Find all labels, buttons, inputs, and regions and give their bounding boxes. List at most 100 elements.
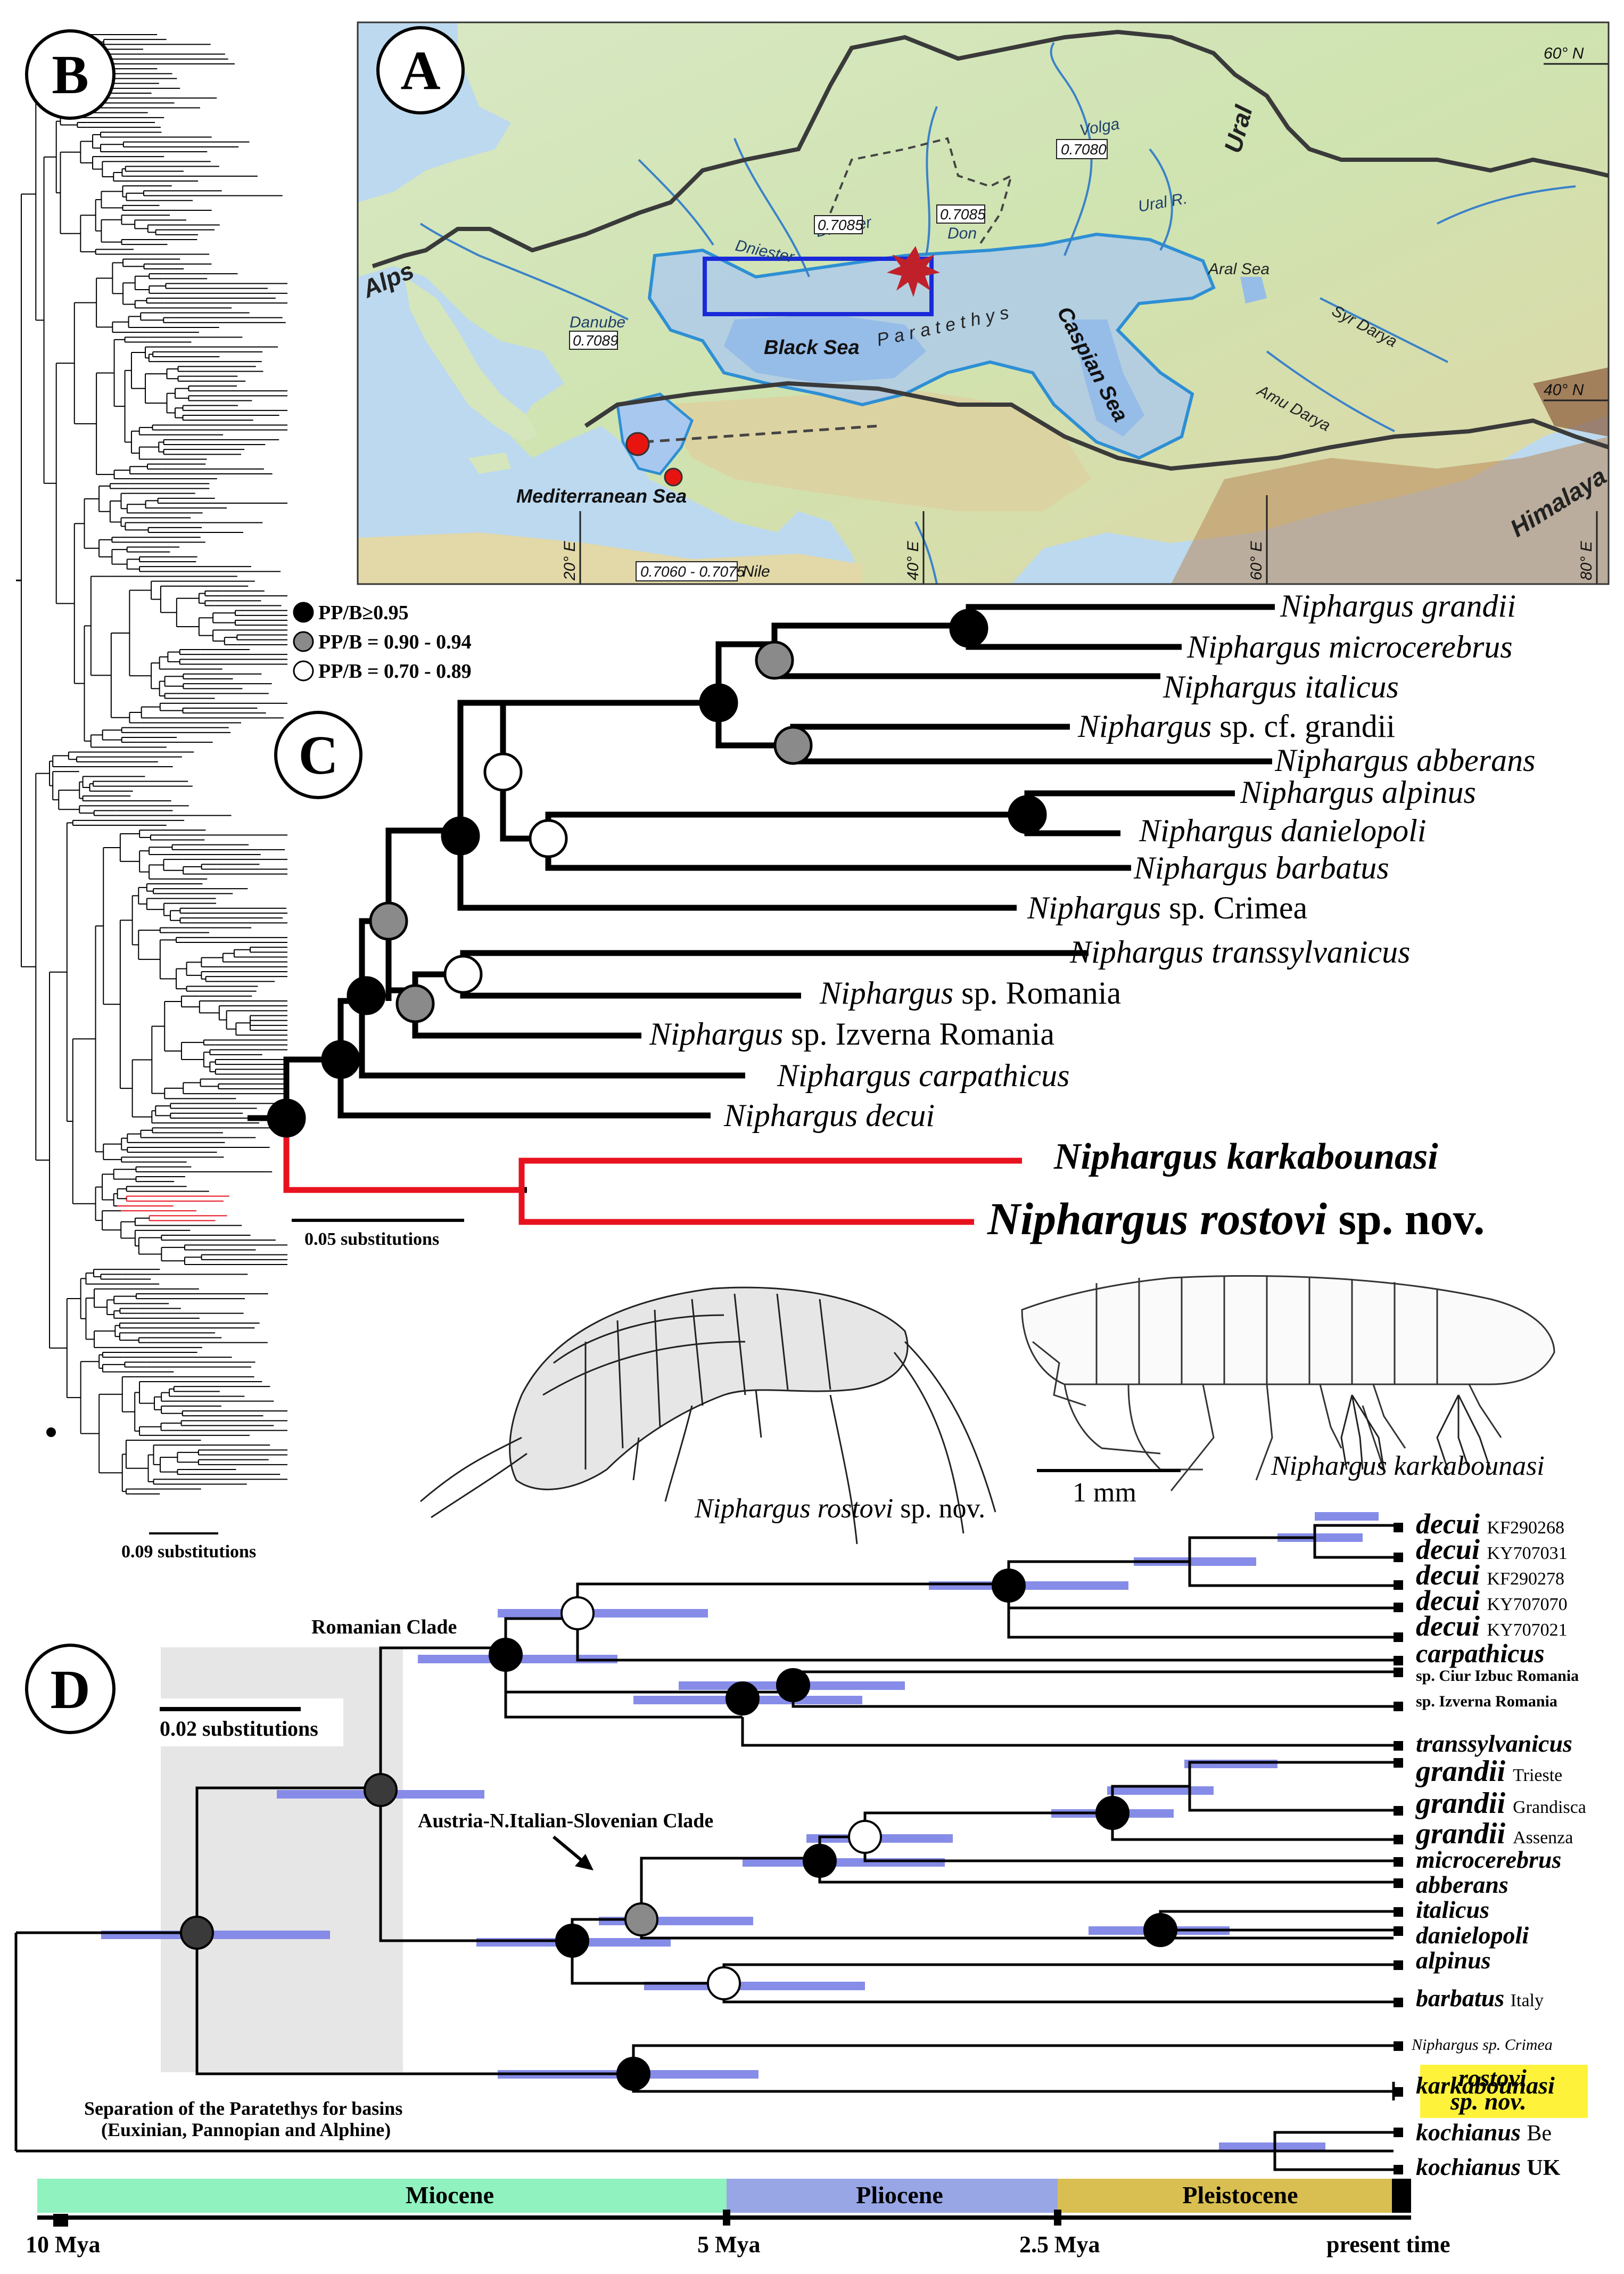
panel-b: 0.09 substitutions B bbox=[16, 29, 287, 1562]
tree-c-tip: Niphargus sp. Crimea bbox=[1027, 890, 1307, 925]
legend-swatch-grey bbox=[293, 631, 314, 652]
panel-a-letter: A bbox=[400, 40, 440, 101]
map-label-lat60: 60° N bbox=[1544, 45, 1584, 62]
tree-d-romanian-clade: Romanian Clade bbox=[311, 1616, 457, 1638]
legend-swatch-white bbox=[293, 660, 314, 682]
tree-d-node bbox=[776, 1668, 810, 1702]
map-label-dnieper-ratio: 0.7085 bbox=[818, 217, 863, 233]
epoch-miocene-label: Miocene bbox=[406, 2181, 494, 2209]
legend-swatch-black bbox=[293, 602, 314, 623]
map-graticule bbox=[579, 63, 1609, 584]
tree-c-node bbox=[755, 641, 794, 680]
tree-d-node bbox=[180, 1916, 214, 1950]
panel-d: D 0.02 substitutions Romanian Clade Aust… bbox=[14, 1508, 1588, 2180]
tree-b-branches bbox=[16, 34, 287, 1495]
tree-b-scale-label: 0.09 substitutions bbox=[121, 1542, 256, 1562]
tree-d-tip: kochianus Be bbox=[1416, 2119, 1552, 2146]
map-label-lat40: 40° N bbox=[1544, 381, 1584, 399]
map-sicily bbox=[468, 453, 511, 474]
tree-d-tip: grandii Trieste bbox=[1415, 1755, 1562, 1788]
tree-c-node bbox=[347, 976, 386, 1015]
tree-d-node bbox=[707, 1966, 741, 2000]
map-anatolia bbox=[660, 389, 1091, 511]
tree-c-node bbox=[1008, 795, 1047, 834]
tree-d-node bbox=[489, 1638, 523, 1672]
tree-d-node bbox=[992, 1569, 1026, 1603]
map-site-dot-greece bbox=[625, 432, 650, 456]
map-site-dot-crete bbox=[664, 467, 683, 487]
map-himalaya-high bbox=[1533, 367, 1609, 437]
tree-d-scale-box bbox=[149, 1698, 343, 1746]
tree-d-node bbox=[1095, 1796, 1130, 1830]
tree-c-scale-label: 0.05 substitutions bbox=[304, 1229, 439, 1249]
legend-label-black: PP/B≥0.95 bbox=[318, 602, 409, 624]
tree-d-tip-squares bbox=[1394, 1523, 1403, 2174]
tree-c-tip: Niphargus transsylvanicus bbox=[1069, 934, 1410, 970]
panel-a-map: Ural Himalaya Alps Volga 0.7080 Dniester… bbox=[357, 21, 1610, 585]
epoch-pliocene-label: Pliocene bbox=[856, 2181, 943, 2209]
tree-d-node bbox=[803, 1844, 837, 1878]
map-label-don: Don bbox=[947, 225, 977, 242]
tree-c-node bbox=[321, 1040, 360, 1079]
tree-c-node bbox=[483, 752, 523, 792]
tree-d-tip-rostovi-suffix: sp. nov. bbox=[1450, 2088, 1527, 2115]
tree-b-node bbox=[46, 1427, 56, 1437]
tree-c-tip: Niphargus alpinus bbox=[1240, 775, 1476, 810]
tree-d-tip: grandii Grandisca bbox=[1415, 1787, 1586, 1820]
tree-c-node bbox=[529, 819, 568, 858]
tree-d-node bbox=[616, 2057, 650, 2091]
tree-c-tip: Niphargus italicus bbox=[1163, 669, 1399, 704]
drawing-rostovi-habitus bbox=[420, 1286, 996, 1545]
map-aral bbox=[1240, 277, 1267, 303]
timescale-tick bbox=[53, 2214, 68, 2227]
tree-d-node bbox=[560, 1596, 595, 1630]
map-drainage-border bbox=[372, 29, 1609, 268]
legend-label-white: PP/B = 0.70 - 0.89 bbox=[318, 660, 472, 683]
tree-d-austria-clade: Austria-N.Italian-Slovenian Clade bbox=[418, 1810, 713, 1832]
map-label-danube-ratio: 0.7089 bbox=[573, 332, 619, 349]
tree-d-tip: kochianus UK bbox=[1416, 2153, 1561, 2180]
tree-d-tip: decui KY707021 bbox=[1416, 1610, 1568, 1642]
map-italy bbox=[405, 277, 538, 442]
tree-d-node bbox=[364, 1773, 398, 1807]
tree-c-tip-rostovi: Niphargus rostovi sp. nov. bbox=[987, 1193, 1485, 1244]
map-label-volga-ratio: 0.7080 bbox=[1061, 141, 1107, 158]
tree-c-node bbox=[267, 1098, 306, 1138]
support-legend: PP/B≥0.95 PP/B = 0.90 - 0.94 PP/B = 0.70… bbox=[293, 602, 472, 683]
tree-d-node bbox=[1143, 1913, 1177, 1947]
drawing-right-caption: Niphargus karkabounasi bbox=[1271, 1451, 1545, 1481]
specimen-drawings: 1 mm Niphargus rostovi sp. nov. Niphargu… bbox=[420, 1275, 1555, 1545]
tree-d-tip: barbatus Italy bbox=[1416, 1984, 1544, 2012]
tree-c-tip: Niphargus carpathicus bbox=[777, 1058, 1069, 1093]
panel-d-badge bbox=[25, 1644, 116, 1734]
map-label-lon20: 20° E bbox=[561, 540, 579, 581]
map-don-basin bbox=[829, 137, 1013, 246]
tree-c-tips: Niphargus grandii Niphargus microcerebru… bbox=[649, 588, 1536, 1244]
epoch-pliocene bbox=[727, 2179, 1058, 2213]
tree-d-tip: sp. Izverna Romania bbox=[1416, 1693, 1557, 1710]
map-label-aral: Aral Sea bbox=[1207, 260, 1269, 278]
map-label-lon40: 40° E bbox=[904, 540, 922, 580]
epoch-present-block bbox=[1392, 2179, 1411, 2213]
panel-a-badge bbox=[376, 26, 465, 114]
tree-c-tip: Niphargus danielopoli bbox=[1139, 813, 1426, 848]
tree-c-red-branches bbox=[283, 1118, 1022, 1225]
map-label-black-sea: Black Sea bbox=[764, 336, 860, 359]
map-type-locality-star bbox=[887, 246, 940, 297]
epoch-miocene bbox=[37, 2179, 727, 2213]
tree-c-node bbox=[369, 901, 408, 941]
panel-c-letter: C bbox=[298, 725, 338, 786]
tree-c-tip: Niphargus barbatus bbox=[1133, 850, 1389, 885]
tree-d-tip: alpinus bbox=[1416, 1947, 1491, 1974]
tree-c-tip: Niphargus grandii bbox=[1280, 588, 1516, 623]
tree-d-node bbox=[624, 1902, 658, 1936]
tree-d-tip: microcerebrus bbox=[1416, 1846, 1561, 1873]
tree-d-tip: decui KF290278 bbox=[1416, 1559, 1564, 1591]
tree-d-tip: decui KY707070 bbox=[1416, 1585, 1568, 1616]
tree-d-arrow bbox=[553, 1835, 587, 1865]
map-black-sea bbox=[724, 314, 926, 383]
geologic-timescale: Miocene Pliocene Pleistocene 10 Mya 5 My… bbox=[26, 2179, 1450, 2257]
tree-d-tip: karkabounasi bbox=[1416, 2072, 1555, 2099]
map-caspian bbox=[1070, 319, 1144, 437]
tree-d-tip-rostovi: rostovi bbox=[1458, 2064, 1527, 2091]
